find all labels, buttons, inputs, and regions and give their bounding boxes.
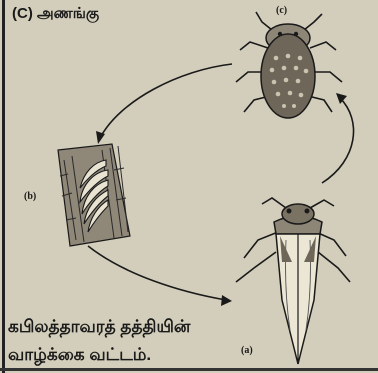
figure-caption-line-1: கபிலத்தாவரத் தத்தியின் <box>8 317 190 339</box>
section-title: (C) அணங்கு <box>12 5 99 24</box>
arrowhead-to-nymph <box>336 93 347 104</box>
stage-label-c: (c) <box>276 5 287 16</box>
stage-label-b: (b) <box>24 191 36 202</box>
arrow-nymph-to-eggs <box>100 64 232 138</box>
arrow-adult-to-nymph <box>322 98 354 183</box>
arrow-eggs-to-adult <box>88 246 226 300</box>
nymph-illustration <box>236 12 342 118</box>
eggs-in-stem-illustration <box>58 144 130 246</box>
figure-caption-line-2: வாழ்க்கை வட்டம். <box>8 345 151 367</box>
stage-label-a: (a) <box>241 345 253 356</box>
adult-leafhopper-illustration <box>236 198 350 364</box>
arrowhead-to-adult <box>221 295 232 306</box>
